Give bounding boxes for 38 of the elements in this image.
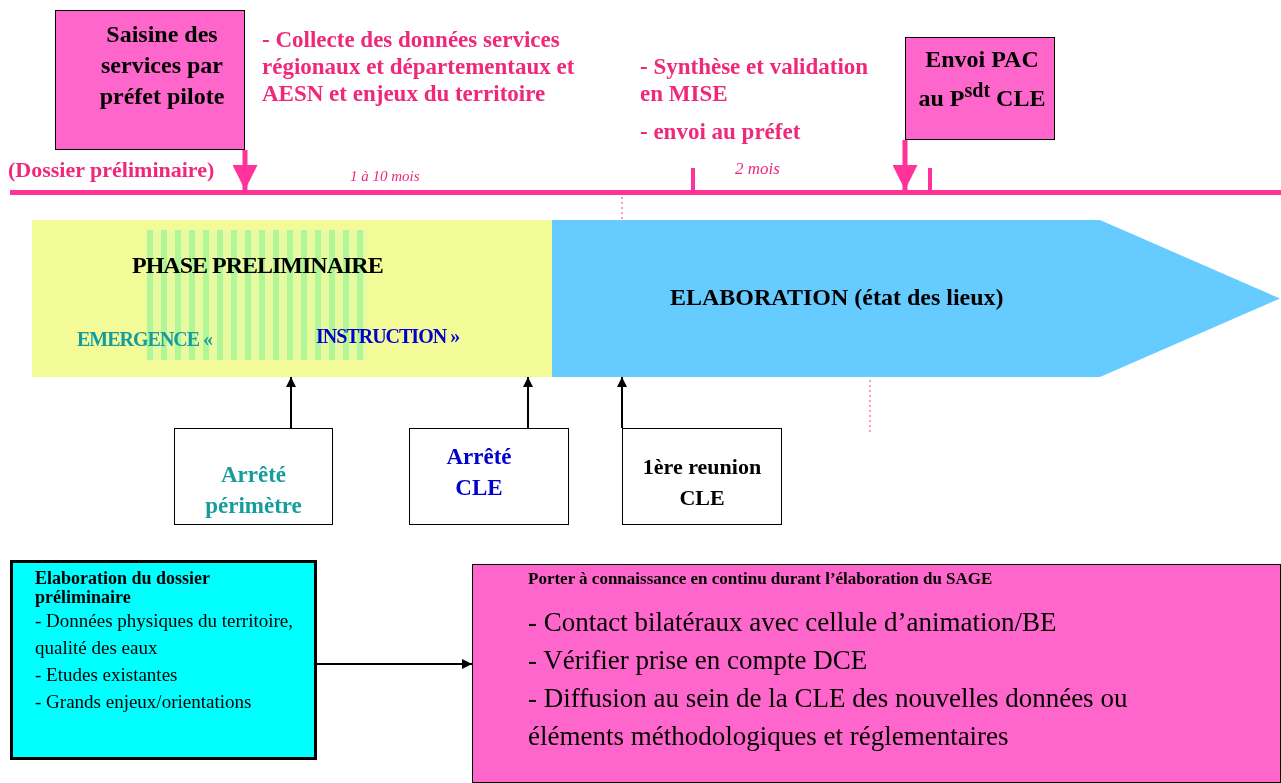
phase-title: PHASE PRELIMINAIRE bbox=[132, 252, 383, 279]
phase-title: ELABORATION (état des lieux) bbox=[670, 284, 1004, 311]
list-item: - Diffusion au sein de la CLE des nouvelles données ou éléments méthodologiques et réglementaires bbox=[527, 682, 1129, 753]
phase-band bbox=[32, 220, 552, 377]
arrow bbox=[316, 659, 473, 669]
event-box bbox=[174, 428, 333, 525]
annotation-text: - Synthèse et validation en MISE bbox=[640, 53, 870, 107]
list-item: - Contact bilatéraux avec cellule d’animation/BE bbox=[527, 606, 1058, 639]
arrow bbox=[523, 376, 533, 429]
step-text: Saisine des services par préfet pilote bbox=[98, 20, 226, 111]
event-text: 1ère reunion CLE bbox=[641, 453, 763, 512]
list-item: - Vérifier prise en compte DCE bbox=[527, 644, 869, 677]
step-box bbox=[55, 10, 245, 150]
timeline-bar bbox=[10, 190, 1281, 195]
arrow bbox=[892, 140, 918, 190]
info-box bbox=[10, 560, 317, 760]
step-text: Envoi PAC au P$^{sdt}$ CLE bbox=[917, 45, 1047, 113]
annotation-text: - Collecte des données services régionaux et départementaux et AESN et enjeux du territoire bbox=[262, 26, 576, 107]
list-item: - Données physiques du territoire, qualité des eaux bbox=[34, 609, 295, 660]
arrow bbox=[617, 376, 627, 429]
list-item: - Etudes existantes bbox=[34, 663, 179, 687]
info-box bbox=[472, 564, 1281, 783]
annotation-text: (Dossier préliminaire) bbox=[8, 156, 215, 183]
phase-subtitle: INSTRUCTION » bbox=[316, 325, 460, 348]
event-box bbox=[409, 428, 569, 525]
phase-subtitle: EMERGENCE « bbox=[77, 328, 213, 351]
duration-text: 2 mois bbox=[735, 158, 780, 180]
step-box bbox=[905, 37, 1055, 140]
box-heading: Porter à connaissance en continu durant l’élaboration du SAGE bbox=[527, 568, 994, 590]
annotation-text: - envoi au préfet bbox=[640, 118, 801, 145]
duration-text: 1 à 10 mois bbox=[350, 167, 420, 186]
arrow bbox=[286, 376, 296, 429]
box-heading: Elaboration du dossier préliminaire bbox=[34, 567, 211, 607]
event-box bbox=[622, 428, 782, 525]
arrow bbox=[232, 150, 258, 190]
event-text: Arrêté CLE bbox=[445, 443, 513, 502]
list-item: - Grands enjeux/orientations bbox=[34, 690, 253, 714]
event-text: Arrêté périmètre bbox=[204, 461, 303, 520]
